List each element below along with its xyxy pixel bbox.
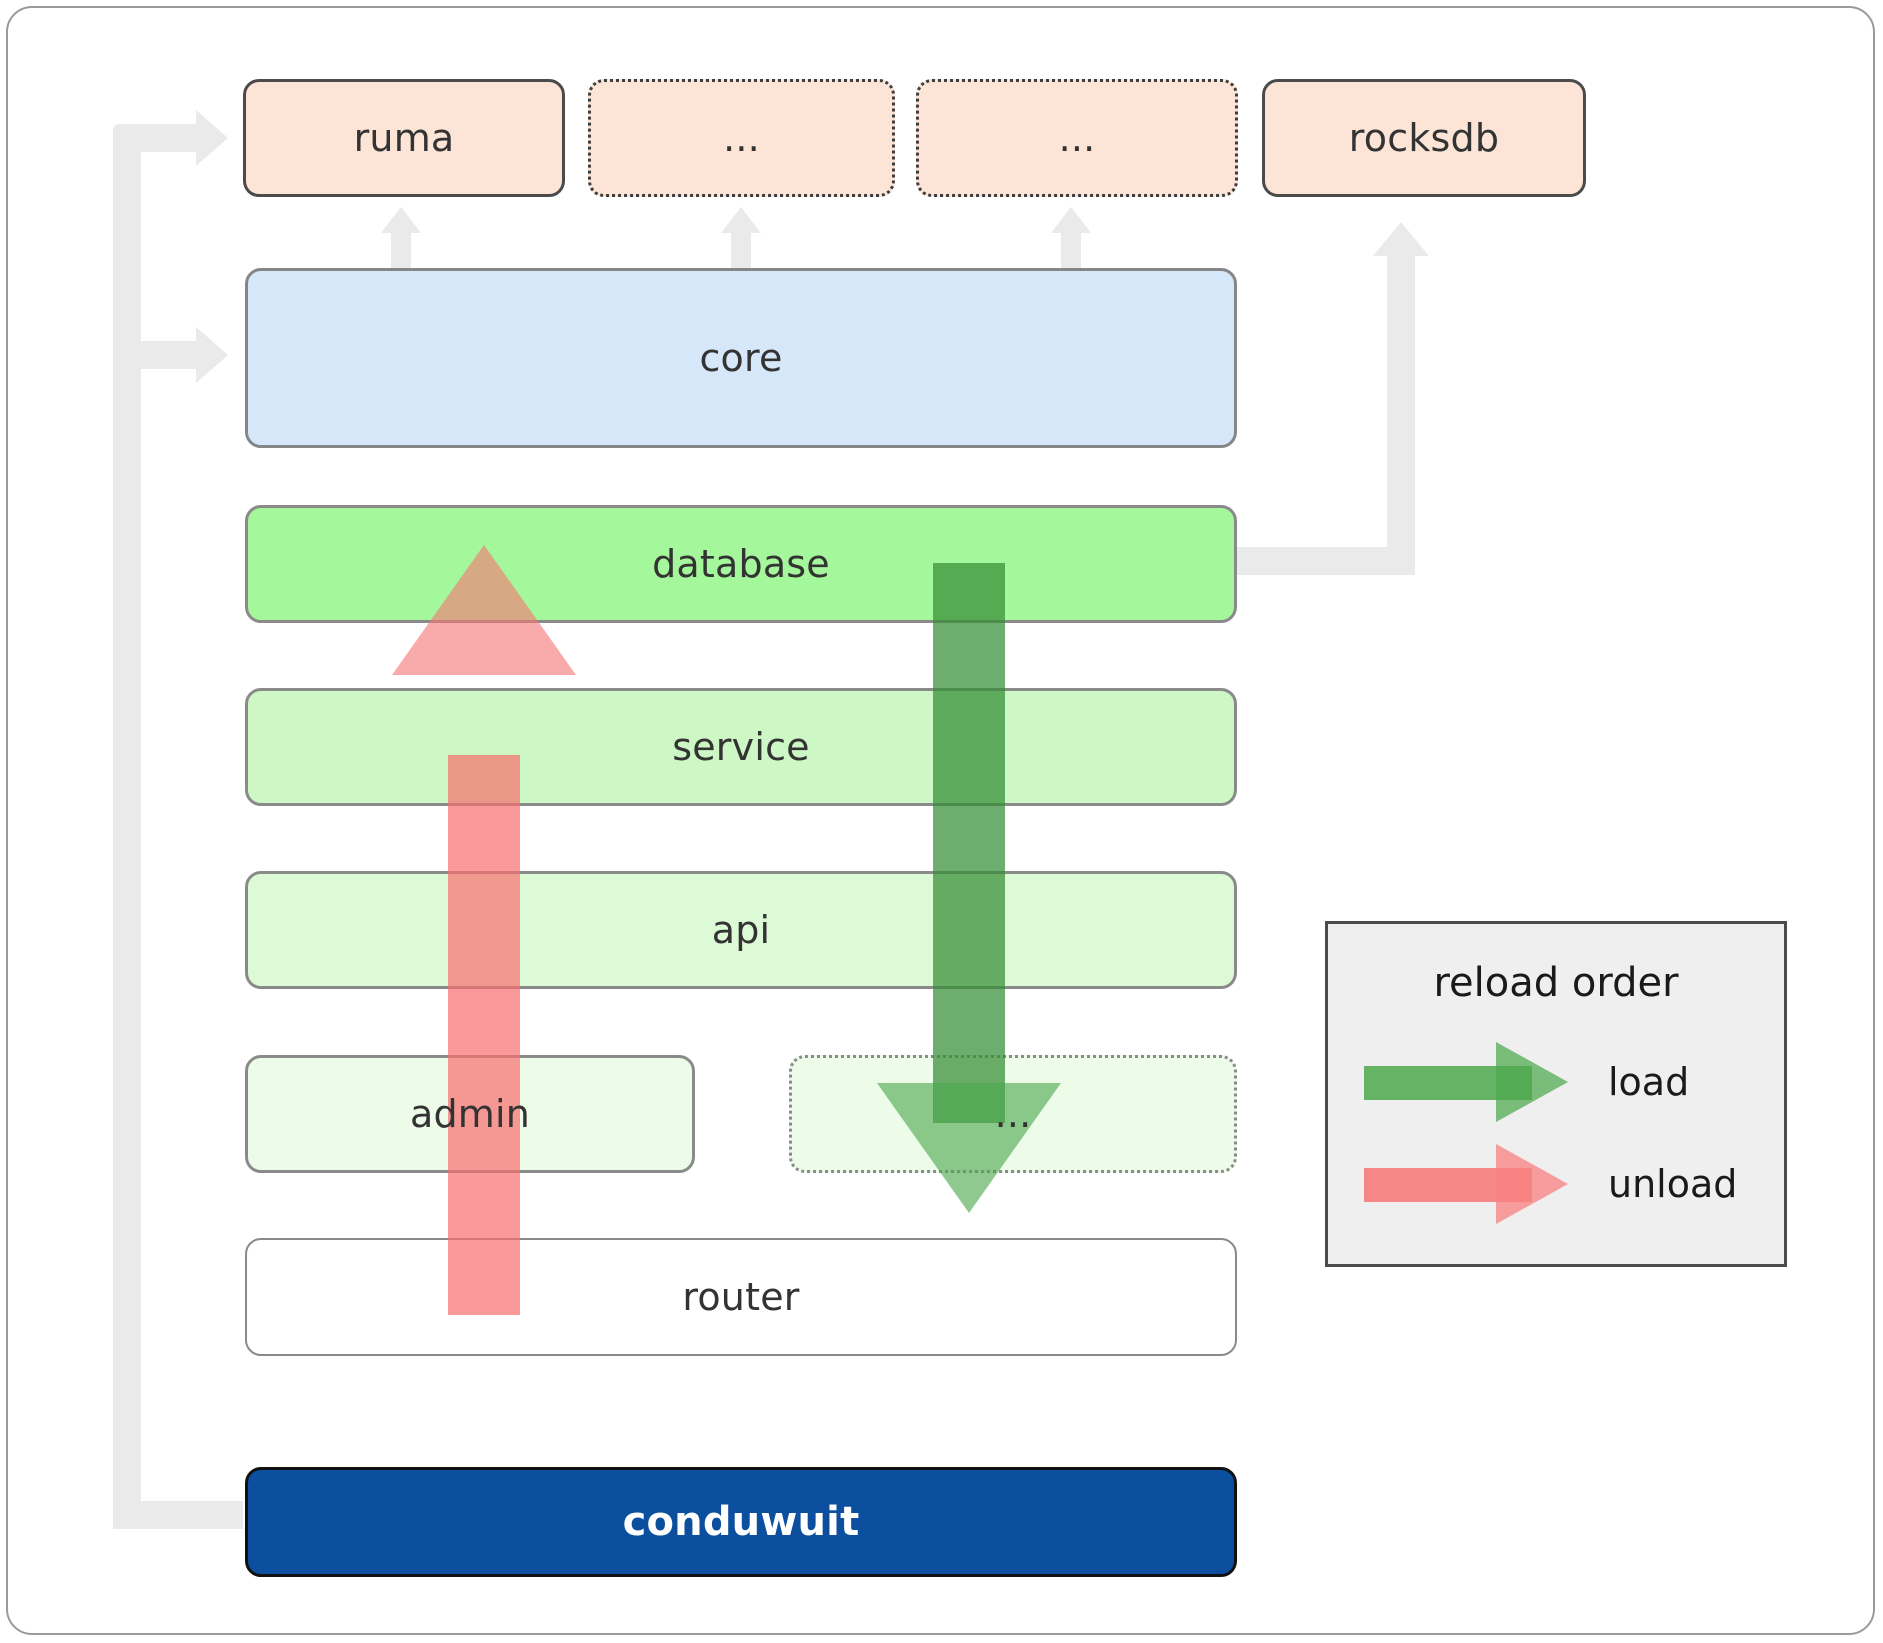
node-dots-2[interactable]: ... bbox=[916, 79, 1238, 197]
legend-panel: reload order load unload bbox=[1325, 921, 1787, 1267]
connector-rocksdb-vertical bbox=[1387, 255, 1415, 575]
node-dots-2-label: ... bbox=[1058, 116, 1096, 160]
node-rocksdb-label: rocksdb bbox=[1348, 116, 1500, 160]
connector-arrowhead-ruma bbox=[196, 110, 228, 166]
connector-branch-ruma bbox=[131, 124, 196, 152]
legend-load-arrowhead bbox=[1496, 1042, 1568, 1122]
load-arrow-head bbox=[877, 1083, 1061, 1213]
unload-arrow-head bbox=[392, 545, 576, 675]
legend-title: reload order bbox=[1433, 960, 1679, 1006]
node-dots-1[interactable]: ... bbox=[588, 79, 895, 197]
connector-arrowhead-rocksdb bbox=[1373, 222, 1429, 256]
core-to-dots2-arrowhead bbox=[1051, 207, 1091, 233]
legend-unload-arrowhead bbox=[1496, 1144, 1568, 1224]
load-arrow bbox=[877, 563, 1061, 1333]
node-conduwuit-label: conduwuit bbox=[622, 1499, 860, 1545]
node-api[interactable]: api bbox=[245, 871, 1237, 989]
node-api-label: api bbox=[711, 908, 771, 952]
connector-bus-vertical bbox=[113, 124, 141, 1529]
node-database-label: database bbox=[652, 542, 830, 586]
connector-arrowhead-core bbox=[196, 327, 228, 383]
node-rocksdb[interactable]: rocksdb bbox=[1262, 79, 1586, 197]
connector-database-right bbox=[1225, 547, 1415, 575]
core-to-dots1-stem bbox=[731, 225, 751, 270]
core-to-dots1-arrowhead bbox=[721, 207, 761, 233]
connector-bus-to-binary bbox=[113, 1501, 243, 1529]
node-core[interactable]: core bbox=[245, 268, 1237, 448]
legend-unload-label: unload bbox=[1608, 1162, 1738, 1206]
node-ruma-label: ruma bbox=[353, 116, 455, 160]
core-to-ruma-stem bbox=[391, 225, 411, 270]
node-conduwuit[interactable]: conduwuit bbox=[245, 1467, 1237, 1577]
unload-arrow bbox=[392, 545, 576, 1315]
core-to-ruma-arrowhead bbox=[381, 207, 421, 233]
legend-load-label: load bbox=[1608, 1060, 1690, 1104]
node-dots-1-label: ... bbox=[723, 116, 760, 160]
connector-branch-core bbox=[131, 341, 196, 369]
unload-arrow-shaft bbox=[448, 755, 520, 1315]
node-ruma[interactable]: ruma bbox=[243, 79, 565, 197]
node-service-label: service bbox=[672, 725, 810, 769]
load-arrow-shaft bbox=[933, 563, 1005, 1123]
core-to-dots2-stem bbox=[1061, 225, 1081, 270]
node-router-label: router bbox=[682, 1275, 800, 1319]
node-router[interactable]: router bbox=[245, 1238, 1237, 1356]
node-core-label: core bbox=[699, 336, 783, 380]
